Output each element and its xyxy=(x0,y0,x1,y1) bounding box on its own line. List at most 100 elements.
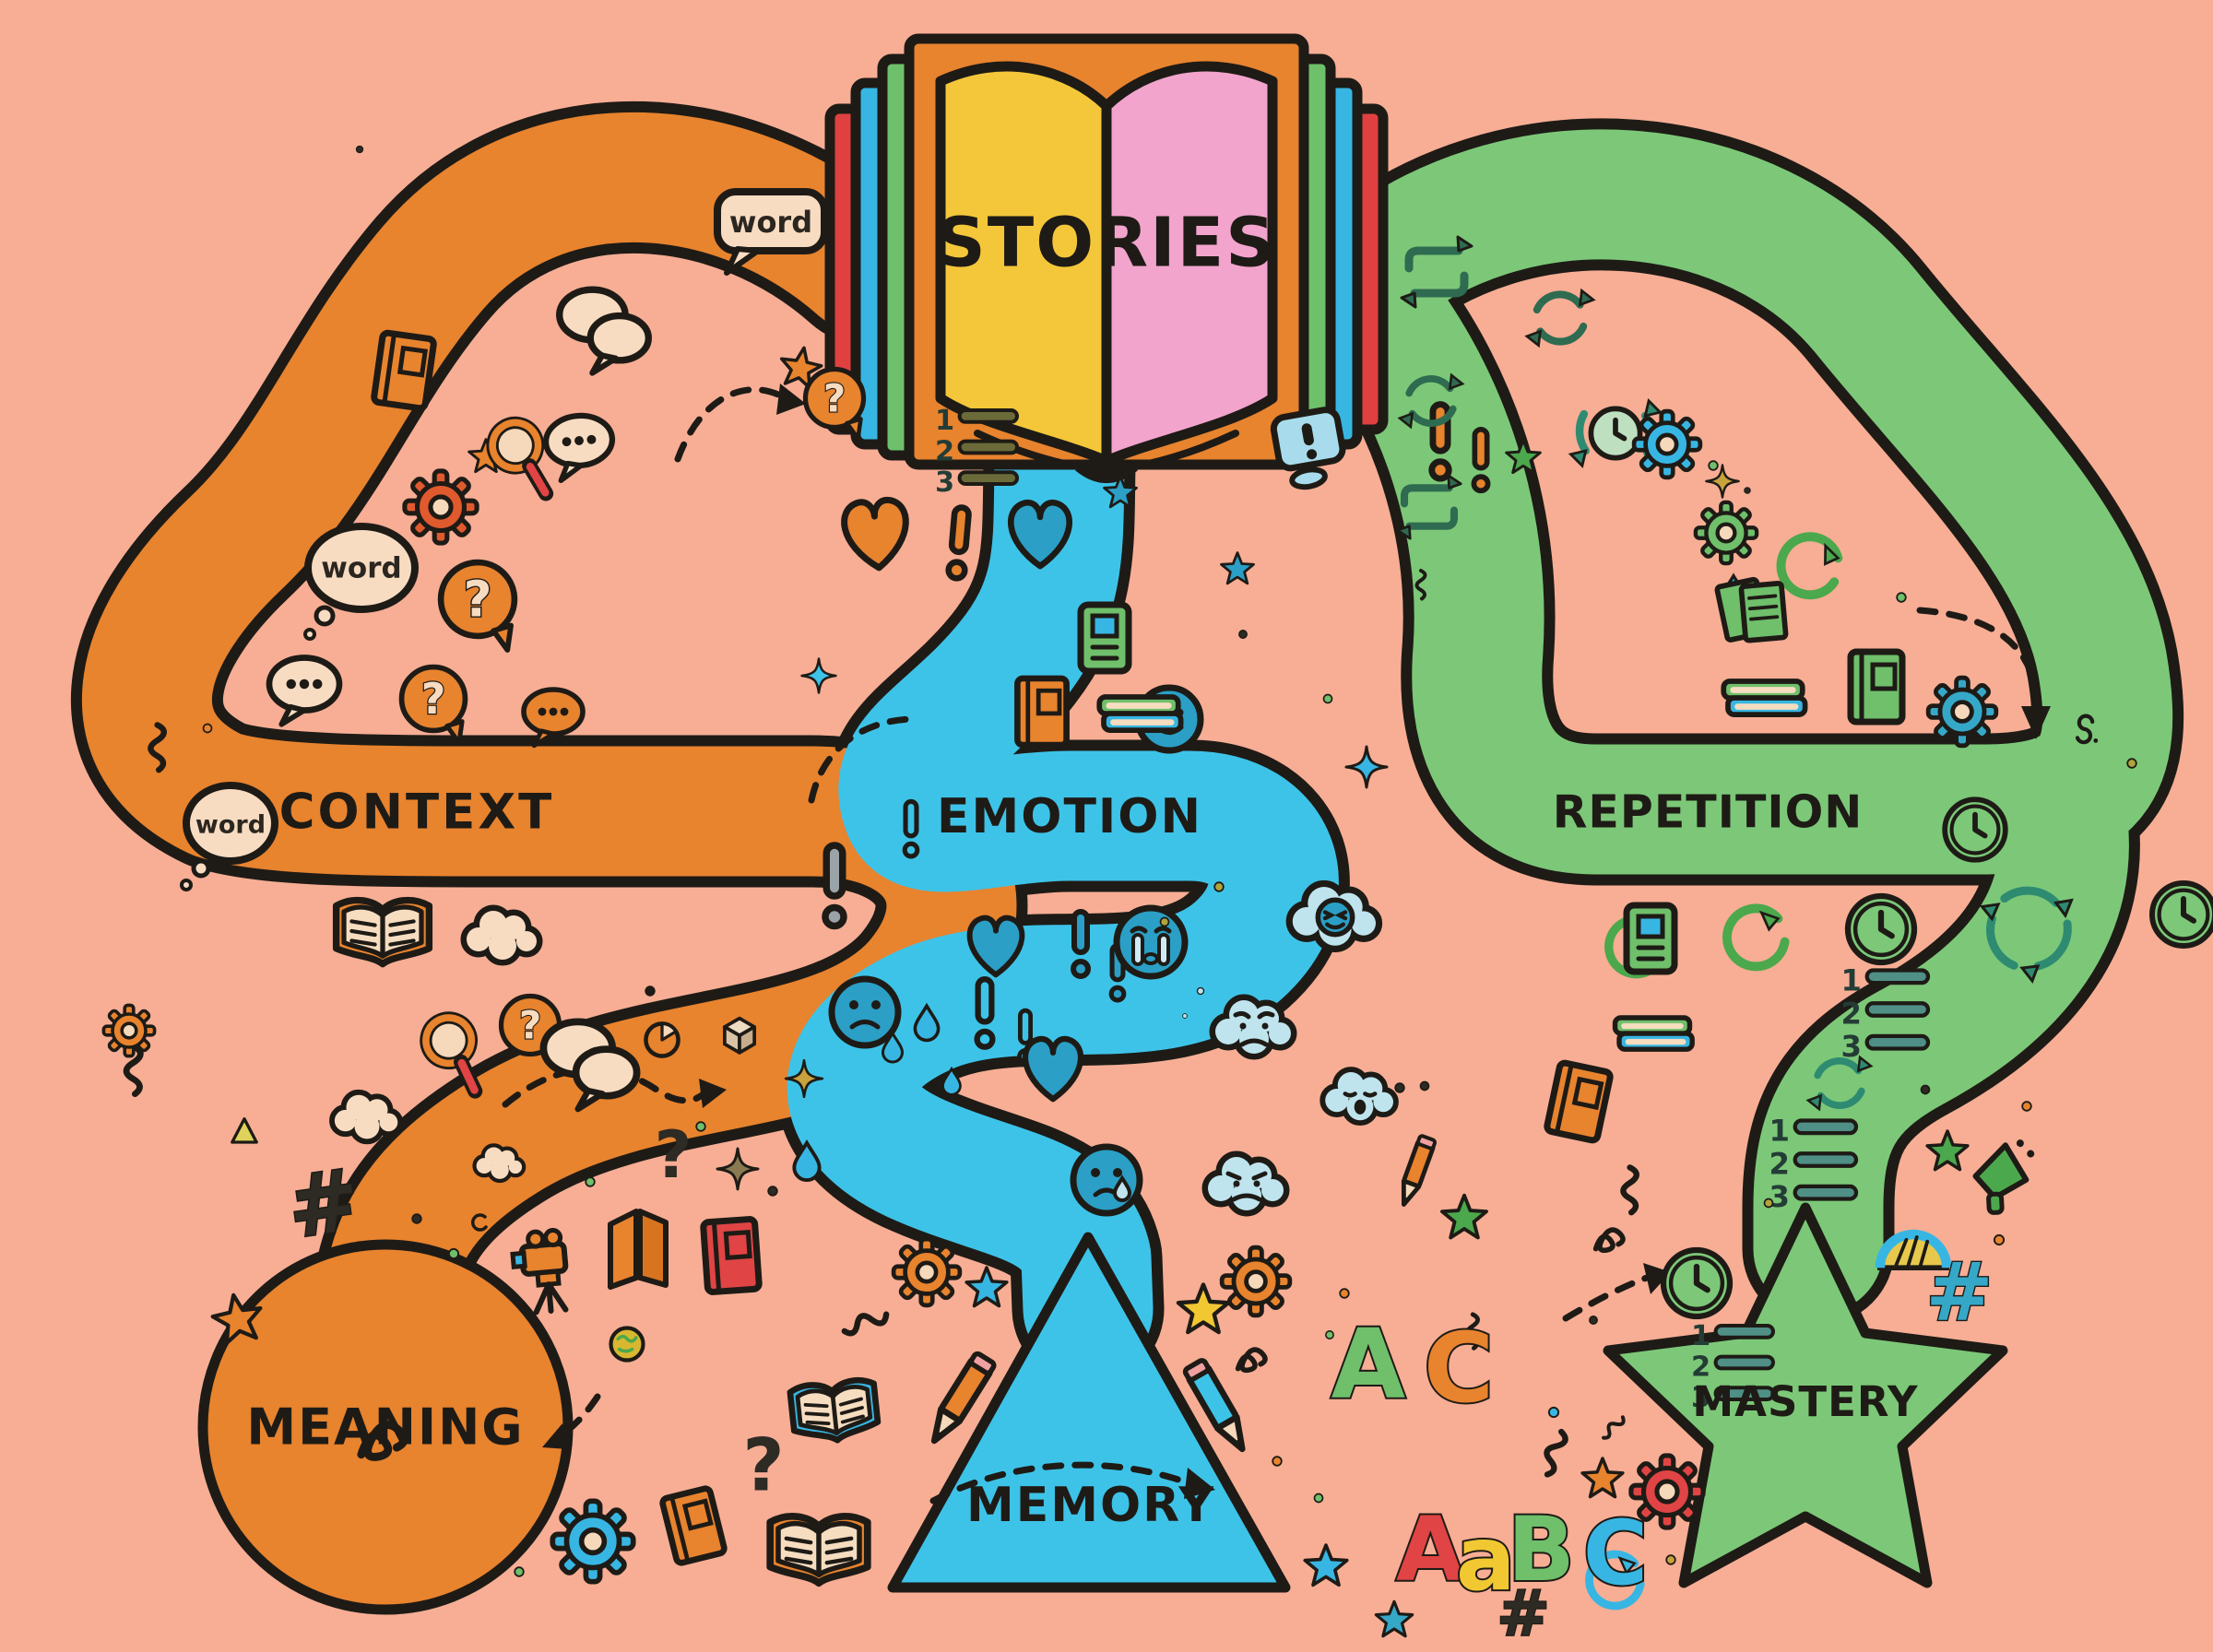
emotion-path xyxy=(787,368,1339,1375)
brochure-icon xyxy=(610,1211,666,1287)
memory-triangle xyxy=(887,1232,1291,1593)
letter: a xyxy=(1456,1507,1516,1611)
mastery-label: MASTERY xyxy=(1692,1377,1919,1426)
arrowhead-icon xyxy=(776,384,806,415)
letter: A xyxy=(1331,1308,1406,1421)
word-bubble-top: word xyxy=(714,188,828,276)
doc-pages-icon xyxy=(1716,577,1786,643)
dot-icon xyxy=(585,1176,596,1187)
letter: C xyxy=(1424,1312,1494,1424)
notebook-icon xyxy=(1081,605,1129,671)
arrowhead-icon xyxy=(542,1423,568,1449)
dashed-arrow xyxy=(502,1066,708,1108)
arrowhead-icon xyxy=(1184,1468,1215,1499)
arrowhead-icon xyxy=(2021,706,2051,739)
dashed-arrows xyxy=(502,384,2051,1504)
sad-face-icon xyxy=(832,979,898,1045)
dot-icon xyxy=(514,1566,525,1577)
dot-icon xyxy=(1182,1013,1188,1019)
dot-icon xyxy=(1313,1493,1324,1504)
hash-icon xyxy=(280,1149,368,1259)
dot-icon xyxy=(767,1186,778,1197)
excl-icon xyxy=(825,845,844,926)
dashed-arrow xyxy=(808,715,915,804)
stories-book xyxy=(824,33,1389,483)
dot-icon xyxy=(2021,1101,2032,1112)
book-page-left xyxy=(935,61,1112,466)
dot-icon xyxy=(202,723,213,734)
stories-label: STORIES xyxy=(936,204,1276,283)
brain-icon xyxy=(611,1328,644,1361)
dot-icon xyxy=(1339,1288,1350,1299)
dot-icon xyxy=(1196,986,1205,996)
gear-icon xyxy=(101,1003,157,1058)
dot-icon xyxy=(1238,630,1248,639)
book-closed-icon xyxy=(1017,678,1066,745)
dot-icon xyxy=(1159,916,1170,927)
word-bubble-context: word xyxy=(180,782,278,891)
gear-icon xyxy=(1634,411,1700,478)
book-closed-icon xyxy=(703,1219,759,1292)
repetition-path xyxy=(1297,129,2173,875)
dashed-arrow xyxy=(553,1393,601,1442)
ac-letters: A C xyxy=(1331,1308,1495,1424)
book-page-right xyxy=(1101,61,1278,466)
excl-icon xyxy=(1073,912,1088,976)
dot-icon xyxy=(1920,1084,1931,1095)
letter: A xyxy=(1396,1498,1464,1601)
dot-icon xyxy=(447,1247,460,1260)
dot-icon xyxy=(1272,1456,1283,1467)
gear-icon xyxy=(1222,1247,1290,1316)
aabc-letters: A a B C xyxy=(1396,1498,1648,1611)
letter: B xyxy=(1508,1498,1575,1601)
dot-icon xyxy=(1213,881,1225,892)
emotion-label: EMOTION xyxy=(937,789,1202,844)
list123-icon xyxy=(1840,963,1928,1064)
word-bubble-label: word xyxy=(195,811,266,840)
books-stack-icon xyxy=(1099,697,1180,730)
list123-icon xyxy=(935,405,1017,499)
tear-face-icon xyxy=(1073,1147,1140,1213)
dot-icon xyxy=(1322,693,1333,704)
book-closed-icon xyxy=(1546,1062,1612,1141)
word-bubble-left: word xyxy=(303,523,419,641)
book-open-icon xyxy=(770,1516,868,1583)
word-bubble-label: word xyxy=(321,552,401,585)
excl-icon xyxy=(948,507,970,579)
context-label: CONTEXT xyxy=(279,785,555,841)
qmark-icon xyxy=(654,1117,692,1194)
dot-icon xyxy=(1744,487,1751,494)
dot-icon xyxy=(695,1121,706,1132)
dot-icon xyxy=(1665,1554,1676,1565)
dot-icon xyxy=(2126,758,2137,769)
hash-icon xyxy=(1923,1244,1995,1341)
dashed-arrow xyxy=(674,386,789,463)
cube-icon xyxy=(723,1016,756,1055)
dot-icon xyxy=(1896,592,1907,603)
dashed-arrow xyxy=(1916,607,2040,715)
dot-icon xyxy=(1993,1233,2006,1246)
dot-icon xyxy=(1708,460,1719,471)
dashed-arrow xyxy=(929,1461,1195,1504)
dashed-arrow xyxy=(1562,1274,1651,1322)
dot-icon xyxy=(1763,1198,1774,1209)
excl-icon xyxy=(1473,430,1487,491)
book-closed-icon xyxy=(373,332,434,408)
excl-icon xyxy=(977,979,993,1047)
dot-icon xyxy=(355,145,364,154)
word-bubble-label: word xyxy=(729,205,812,240)
memory-label: MEMORY xyxy=(966,1478,1215,1533)
gear-icon xyxy=(893,1239,960,1305)
dot-icon xyxy=(645,985,656,997)
clock-icon xyxy=(2152,883,2213,946)
qmark-icon xyxy=(742,1424,785,1508)
gear-icon xyxy=(1696,502,1757,563)
gear-icon xyxy=(405,471,477,543)
gear-icon xyxy=(552,1501,633,1581)
meaning-label: MEANING xyxy=(246,1398,524,1457)
notebook-icon xyxy=(1627,905,1675,972)
books-stack-icon xyxy=(1723,681,1805,714)
clock-icon xyxy=(1663,1250,1730,1316)
dot-icon xyxy=(1547,1406,1560,1419)
